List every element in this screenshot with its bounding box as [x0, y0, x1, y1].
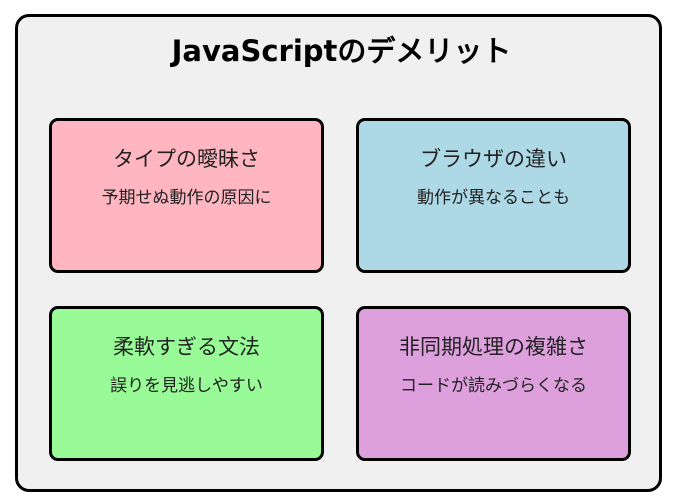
card-type-ambiguity: タイプの曖昧さ 予期せぬ動作の原因に	[49, 118, 324, 273]
card-title: ブラウザの違い	[420, 147, 567, 171]
card-description: 誤りを見逃しやすい	[110, 376, 263, 396]
diagram-title: JavaScriptのデメリット	[171, 34, 512, 68]
card-browser-differences: ブラウザの違い 動作が異なることも	[356, 118, 631, 273]
card-title: 柔軟すぎる文法	[113, 335, 260, 359]
card-title: 非同期処理の複雑さ	[399, 335, 588, 359]
card-description: 動作が異なることも	[417, 188, 570, 208]
card-description: コードが読みづらくなる	[400, 376, 587, 396]
card-async-complexity: 非同期処理の複雑さ コードが読みづらくなる	[356, 306, 631, 461]
card-description: 予期せぬ動作の原因に	[101, 188, 272, 208]
card-title: タイプの曖昧さ	[113, 147, 260, 171]
card-flexible-syntax: 柔軟すぎる文法 誤りを見逃しやすい	[49, 306, 324, 461]
